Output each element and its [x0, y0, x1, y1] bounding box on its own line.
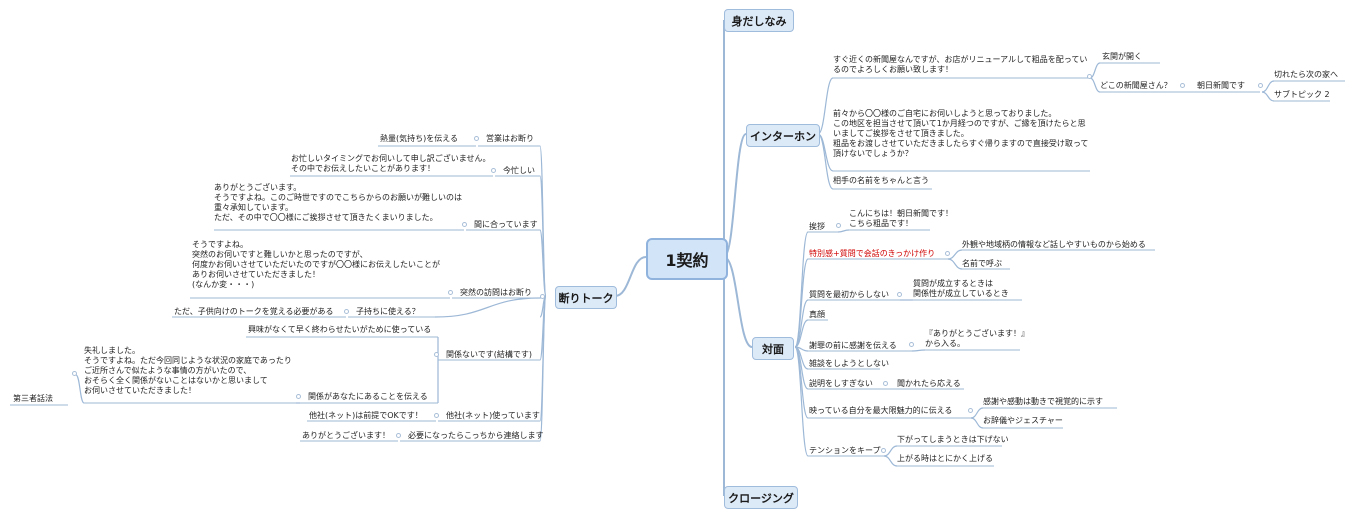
maniatte-node[interactable]: 間に合っています	[474, 220, 538, 229]
central-topic[interactable]: 1契約	[646, 238, 728, 280]
isogashii-detail[interactable]: お忙しいタイミングでお伺いして申し訳ございません。 その中でお伝えしたいことがあ…	[291, 154, 491, 173]
shitsumon-detail[interactable]: 質問が成立するときは 関係性が成立しているとき	[913, 279, 1009, 298]
kikaretara-node[interactable]: 聞かれたら応える	[897, 379, 961, 388]
interphone-script-1[interactable]: すぐ近くの新聞屋なんですが、お店がリニューアルして粗品を配ってい るのでよろしく…	[833, 55, 1088, 74]
kyoumi-node[interactable]: 興味がなくて早く終わらせたいがために使っている	[248, 325, 432, 334]
branch-taimen[interactable]: 対面	[752, 337, 794, 360]
branch-midashinami[interactable]: 身だしなみ	[724, 9, 794, 32]
kansha-node[interactable]: 感謝や感動は動きで視覚的に示す	[983, 397, 1103, 406]
totsuzen-detail[interactable]: そうですよね。 突然のお伺いですと難しいかと思ったのですが、 何度かお伺いさせて…	[192, 240, 440, 289]
connector	[539, 229, 547, 297]
kodomo-detail[interactable]: ただ、子供向けのトークを覚える必要がある	[174, 307, 334, 316]
doko-node[interactable]: どこの新聞屋さん？	[1100, 81, 1172, 90]
collapse-knob[interactable]	[448, 290, 453, 295]
gaikan-node[interactable]: 外観や地域柄の情報など話しやすいものから始める	[962, 240, 1146, 249]
collapse-knob[interactable]	[296, 394, 301, 399]
connector	[947, 249, 963, 260]
collapse-knob[interactable]	[883, 381, 888, 386]
hitsuyou-detail[interactable]: ありがとうございます！	[302, 431, 390, 440]
branch-closing[interactable]: クロージング	[724, 486, 798, 509]
utsutte-node[interactable]: 映っている自分を最大限魅力的に伝える	[809, 406, 953, 415]
isogashii-node[interactable]: 今忙しい	[503, 166, 535, 175]
kankei-node[interactable]: 関係ないです(結構です)	[446, 350, 533, 359]
ojigi-node[interactable]: お辞儀やジェスチャー	[983, 416, 1063, 425]
connector	[883, 455, 898, 467]
tokubetsu-node[interactable]: 特別感+質問で会話のきっかけ作り	[809, 249, 936, 258]
collapse-knob[interactable]	[474, 136, 479, 141]
daisansha-node[interactable]: 第三者話法	[13, 394, 53, 403]
connector	[1261, 80, 1275, 93]
collapse-knob[interactable]	[881, 448, 886, 453]
collapse-knob[interactable]	[945, 251, 950, 256]
interphone-script-2[interactable]: 前々から〇〇様のご自宅にお伺いしようと思っておりました。 この地区を担当させて頂…	[833, 109, 1089, 158]
collapse-knob[interactable]	[909, 342, 914, 347]
connector	[1089, 77, 1101, 93]
collapse-knob[interactable]	[434, 352, 439, 357]
agaru-node[interactable]: 上がる時はとにかく上げる	[897, 454, 993, 463]
kankei-detail[interactable]: 失礼しました。 そうですよね。ただ今回同じような状況の家庭であったり ご近所さん…	[84, 346, 292, 395]
connector	[817, 133, 834, 190]
shazai-detail[interactable]: 『ありがとうございます！』 から入る。	[925, 329, 1029, 348]
connector	[614, 256, 647, 297]
connector	[794, 346, 809, 457]
collapse-knob[interactable]	[491, 168, 496, 173]
connector	[947, 258, 963, 270]
hitsuyou-node[interactable]: 必要になったらこっちから連絡します	[408, 431, 544, 440]
setsumei-node[interactable]: 説明をしすぎない	[809, 379, 873, 388]
collapse-knob[interactable]	[396, 433, 401, 438]
shazai-node[interactable]: 謝罪の前に感謝を伝える	[809, 341, 897, 350]
shingan-node[interactable]: 真顔	[809, 310, 825, 319]
maniatte-detail[interactable]: ありがとうございます。 そうですよね。このご時世ですのでこちらからのお願いが難し…	[214, 183, 462, 222]
collapse-knob[interactable]	[540, 294, 545, 299]
collapse-knob[interactable]	[968, 408, 973, 413]
connector	[970, 417, 984, 429]
namae-node[interactable]: 名前で呼ぶ	[962, 259, 1002, 268]
collapse-knob[interactable]	[344, 309, 349, 314]
connector	[794, 319, 809, 348]
collapse-knob[interactable]	[462, 222, 467, 227]
sagatte-node[interactable]: 下がってしまうときは下げない	[897, 435, 1009, 444]
collapse-knob[interactable]	[72, 371, 77, 376]
kankei-anata-node[interactable]: 関係があなたにあることを伝える	[308, 392, 428, 401]
branch-interphone[interactable]: インターホン	[746, 124, 820, 147]
tasha-node[interactable]: 他社(ネット)使っています	[446, 411, 540, 420]
connector	[817, 77, 834, 135]
connector	[434, 297, 541, 318]
totsuzen-node[interactable]: 突然の訪問はお断り	[460, 288, 532, 297]
netsuryou-node[interactable]: 熱量(気持ち)を伝える	[380, 134, 459, 143]
asahi-node[interactable]: 朝日新聞です	[1197, 81, 1245, 90]
shitsumon-node[interactable]: 質問を最初からしない	[809, 290, 889, 299]
genkan-node[interactable]: 玄関が開く	[1102, 52, 1142, 61]
subtopic-node[interactable]: サブトピック 2	[1274, 90, 1330, 99]
branch-kotowari[interactable]: 断りトーク	[555, 286, 617, 309]
collapse-knob[interactable]	[836, 223, 841, 228]
connector	[75, 374, 85, 404]
kiretara-node[interactable]: 切れたら次の家へ	[1274, 70, 1338, 79]
connector	[723, 256, 753, 348]
connector	[911, 349, 926, 352]
kodomo-node[interactable]: 子持ちに使える？	[356, 307, 420, 316]
collapse-knob[interactable]	[434, 413, 439, 418]
zatsudan-node[interactable]: 雑談をしようとしない	[809, 359, 889, 368]
collapse-knob[interactable]	[1258, 83, 1263, 88]
aisatsu-detail[interactable]: こんにちは！朝日新聞です！ こちら粗品です！	[849, 209, 953, 228]
eigyou-node[interactable]: 営業はお断り	[486, 134, 534, 143]
connector	[539, 295, 547, 442]
tension-node[interactable]: テンションをキープ	[809, 446, 881, 455]
aisatsu-node[interactable]: 挨拶	[809, 222, 825, 231]
collapse-knob[interactable]	[897, 292, 902, 297]
connector	[794, 231, 809, 348]
collapse-knob[interactable]	[1180, 83, 1185, 88]
connector	[1261, 91, 1275, 102]
connector	[723, 133, 747, 258]
connector	[837, 229, 850, 233]
tasha-detail[interactable]: 他社(ネット)は前提でOKです！	[309, 411, 423, 420]
collapse-knob[interactable]	[1087, 74, 1092, 79]
name-node[interactable]: 相手の名前をちゃんと言う	[833, 176, 929, 185]
